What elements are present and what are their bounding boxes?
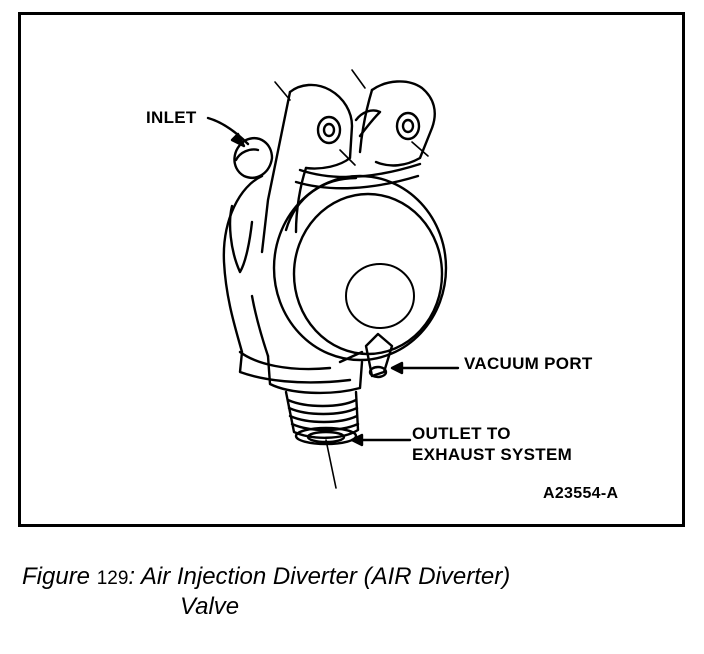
mounting-center-lines [274, 69, 429, 166]
caption-prefix: Figure [22, 563, 91, 590]
outlet-threaded-fitting [266, 354, 364, 489]
inlet-knob [233, 137, 274, 179]
label-leaders [206, 116, 460, 447]
valve-body [222, 174, 352, 384]
left-mounting-bracket [260, 83, 354, 254]
vacuum-port-nipple [338, 332, 394, 379]
outlet-label-line2: EXHAUST SYSTEM [412, 445, 573, 464]
vacuum-port-label: VACUUM PORT [464, 354, 593, 373]
diagram-frame [18, 12, 685, 527]
figure-caption: Figure 129: Air Injection Diverter (AIR … [22, 563, 510, 621]
diaphragm-housing [272, 174, 448, 362]
caption-number: 129 [96, 568, 129, 589]
figure-id-label: A23554-A [543, 485, 619, 502]
outlet-label-line1: OUTLET TO [412, 424, 511, 443]
right-mounting-bracket [354, 80, 436, 167]
caption-title-line1: : Air Injection Diverter (AIR Diverter) [128, 563, 511, 590]
caption-title-line2: Valve [180, 593, 240, 620]
inlet-label: INLET [146, 108, 197, 127]
